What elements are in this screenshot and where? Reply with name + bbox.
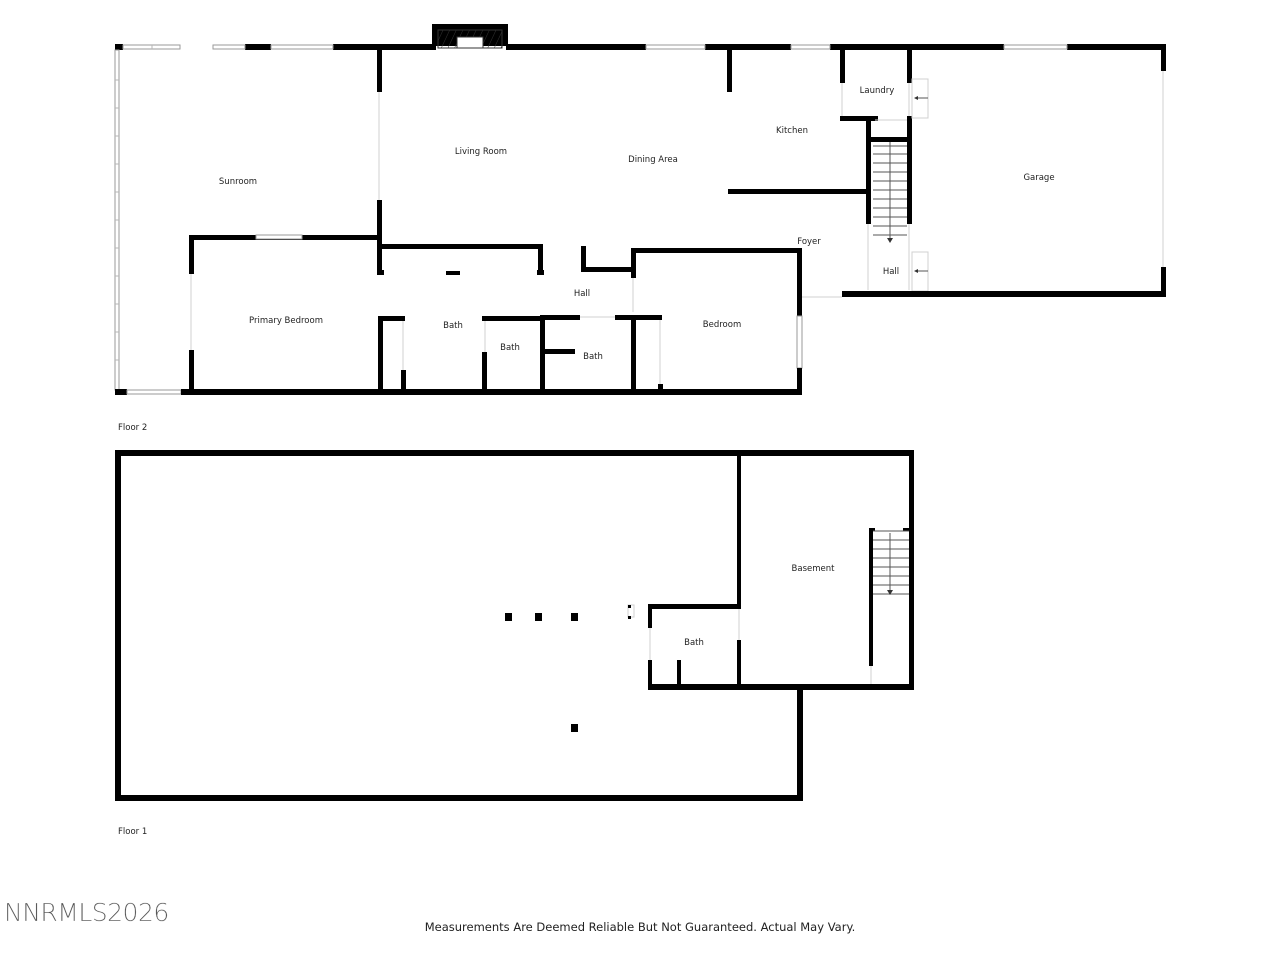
floor-label-2: Floor 2 — [118, 423, 148, 433]
window-bedroom — [796, 315, 803, 369]
floor-2-plan — [114, 24, 1166, 395]
room-label-primary-bedroom: Primary Bedroom — [249, 316, 323, 326]
watermark-logo: NNRMLS2026 — [4, 898, 169, 927]
column — [571, 613, 578, 621]
window-top-3 — [270, 44, 334, 50]
room-label-basement: Basement — [791, 564, 835, 574]
room-label-sunroom: Sunroom — [218, 177, 258, 187]
stairs-down-arrow-icon — [887, 238, 893, 243]
window-top-4 — [645, 44, 706, 50]
room-label-hall: Hall — [573, 289, 591, 299]
window-top-5 — [790, 44, 831, 50]
room-label-foyer: Foyer — [797, 237, 821, 247]
room-label-garage: Garage — [1023, 173, 1055, 183]
room-label-primary-bath: Bath — [443, 321, 463, 331]
room-label-laundry: Laundry — [859, 86, 895, 96]
room-label-bedroom: Bedroom — [702, 320, 742, 330]
window-primary-bedroom — [255, 234, 303, 240]
room-label-bath-3: Bath — [583, 352, 603, 362]
room-label-dining-area: Dining Area — [628, 155, 678, 165]
room-label-bath-2: Bath — [500, 343, 520, 353]
window-bottom-sunroom — [126, 389, 182, 395]
disclaimer-text: Measurements Are Deemed Reliable But Not… — [424, 920, 856, 934]
door-arrow-icon — [914, 96, 918, 100]
room-label-basement-bath: Bath — [684, 638, 704, 648]
window-top-2 — [212, 44, 246, 50]
fireplace-icon — [432, 24, 508, 49]
column — [571, 724, 578, 732]
room-label-living-room: Living Room — [454, 147, 508, 157]
room-label-hall-garage: Hall — [882, 267, 900, 277]
floor-label-1: Floor 1 — [118, 827, 148, 837]
stairs-floor-2 — [873, 142, 907, 243]
column — [535, 613, 542, 621]
window-top-1 — [122, 44, 181, 50]
column — [505, 613, 512, 621]
stairs-floor-1 — [873, 530, 909, 595]
window-top-6 — [1003, 44, 1068, 50]
stairs-down-arrow-icon — [887, 590, 893, 595]
window-left-wall — [114, 49, 120, 391]
floor-1-plan — [115, 450, 914, 801]
door-arrow-icon — [914, 269, 918, 273]
room-label-kitchen: Kitchen — [776, 126, 808, 136]
